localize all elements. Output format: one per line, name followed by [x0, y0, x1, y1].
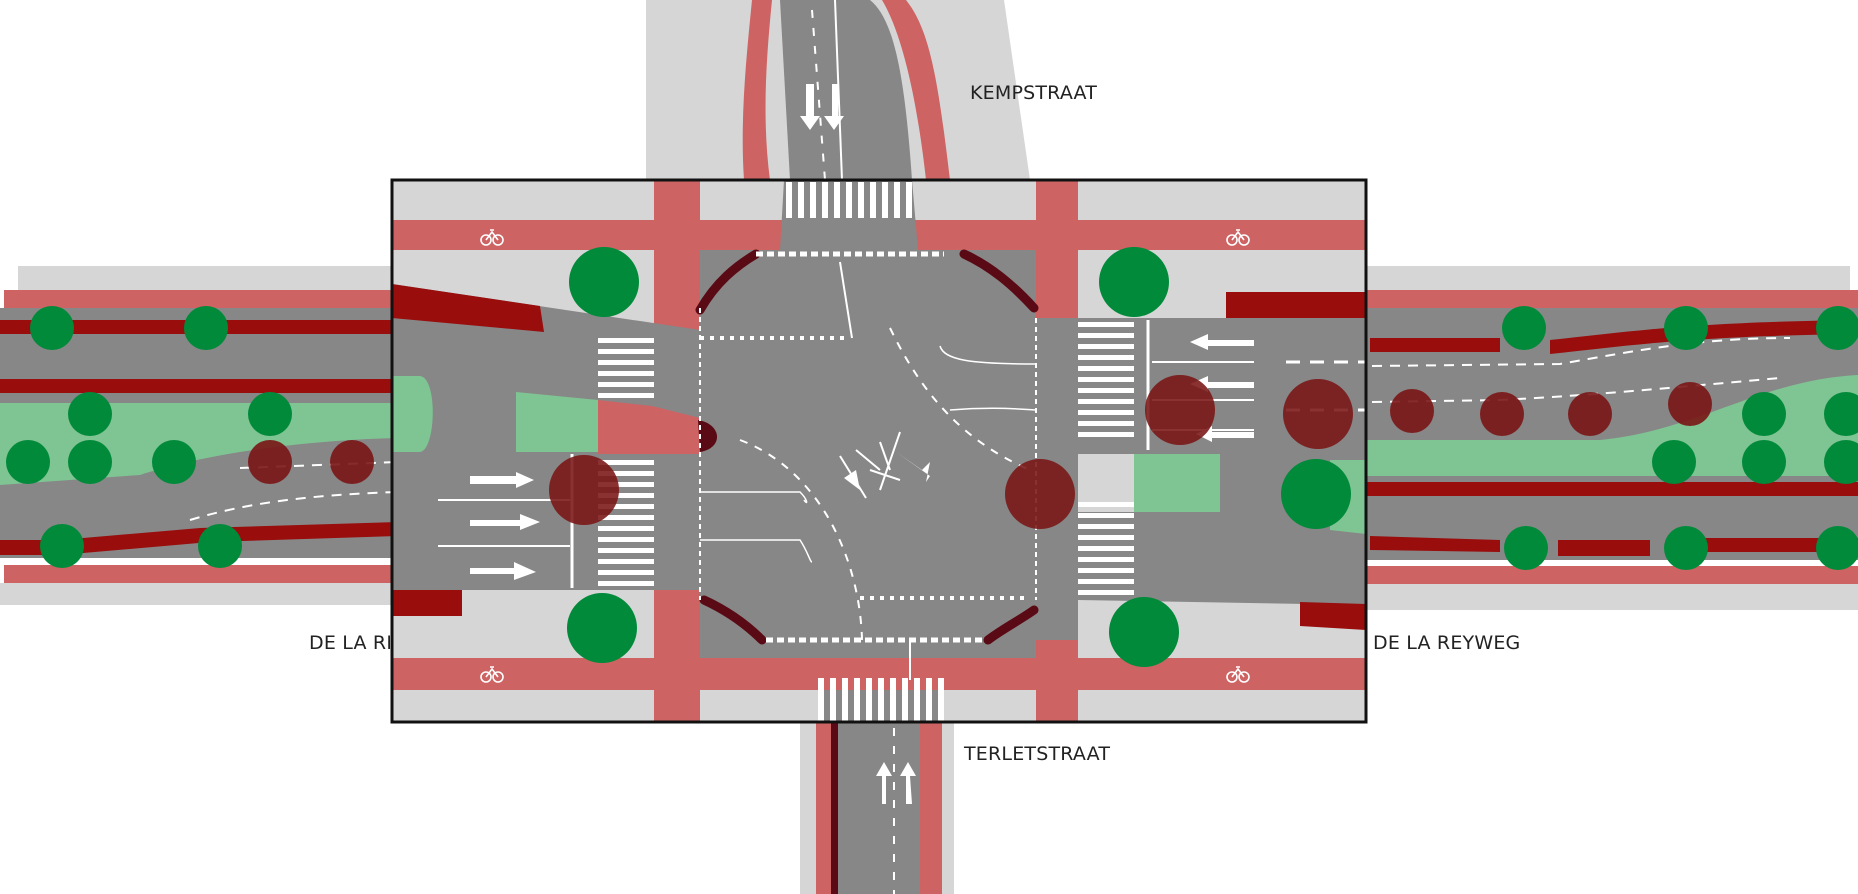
east-cycle-south [1360, 566, 1858, 584]
tree-icon [569, 247, 639, 317]
crosswalk-stripes-icon [1078, 322, 1134, 595]
removed-tree-icon [549, 455, 619, 525]
tree-icon [184, 306, 228, 350]
intersection-detail [390, 84, 1368, 804]
arrow-icon [470, 84, 1254, 804]
tree-icon [40, 524, 84, 568]
tree-icon [1742, 392, 1786, 436]
tree-icon [1504, 526, 1548, 570]
west-kerb-south [0, 522, 398, 555]
east-kerb-mid [1360, 482, 1858, 496]
tree-icon [68, 440, 112, 484]
tree-icon [6, 440, 50, 484]
removed-tree-icon [330, 440, 374, 484]
bicycle-icon [1226, 666, 1250, 683]
west-sidewalk-north [18, 266, 398, 290]
south-cycle-east [918, 720, 942, 894]
east-sidewalk-south [1360, 584, 1858, 610]
bicycle-icon [1226, 229, 1250, 246]
tree-icon [1824, 392, 1858, 436]
east-sidewalk-north [1360, 266, 1850, 290]
tree-icon [1824, 440, 1858, 484]
street-label-north: KEMPSTRAAT [970, 82, 1098, 104]
north-cycle-path-east [882, 0, 950, 180]
tree-icon [248, 392, 292, 436]
east-cycle-north [1360, 290, 1858, 308]
kerb-corner-se [983, 605, 1039, 645]
median-green-west-2 [516, 392, 598, 452]
tree-icon [1816, 526, 1858, 570]
median-green-west [392, 376, 433, 452]
north-road [780, 0, 912, 180]
north-center-line [834, 0, 843, 181]
west-arm [0, 266, 399, 605]
kerb-corner-ne [959, 249, 1039, 313]
tree-icon [198, 524, 242, 568]
tree-icon [1664, 526, 1708, 570]
removed-tree-icon [248, 440, 292, 484]
east-lane-dashes-2 [1371, 337, 1791, 367]
removed-tree-icon [1480, 392, 1524, 436]
north-cycle-path [742, 0, 772, 180]
east-arm [1360, 266, 1858, 610]
crosswalk-stripes-icon [818, 678, 944, 722]
street-label-east: DE LA REYWEG [1373, 632, 1521, 654]
bicycle-icon [480, 666, 504, 683]
west-cycle-south [4, 565, 398, 583]
kerb-corner-nw [695, 249, 761, 315]
removed-tree-icon [1668, 382, 1712, 426]
outer-trees [6, 306, 1858, 570]
bicycle-icon [480, 229, 504, 246]
tree-icon [1099, 247, 1169, 317]
splitter-west [598, 400, 700, 454]
tree-icon [1816, 306, 1858, 350]
kerb-corner-sw [699, 595, 767, 645]
tree-icon [1742, 440, 1786, 484]
tree-icon [30, 306, 74, 350]
west-sidewalk-south [0, 583, 398, 605]
south-road [838, 720, 920, 894]
kerb-east-south [1300, 602, 1366, 630]
removed-tree-icon [1283, 379, 1353, 449]
east-lane-dashes [1371, 377, 1781, 403]
removed-tree-icon [1390, 389, 1434, 433]
tree-icon [68, 392, 112, 436]
detail-frame [390, 178, 1368, 724]
kerb-west-south [392, 590, 462, 616]
tree-icon [567, 593, 637, 663]
kerb-west-north [392, 284, 544, 332]
kerb-east-north [1226, 292, 1366, 318]
crosswalk-stripes-icon [786, 182, 912, 218]
removed-tree-icon [1145, 375, 1215, 445]
tree-icon [152, 440, 196, 484]
east-kerb-south [1370, 536, 1858, 556]
tree-icon [1652, 440, 1696, 484]
west-lane-dashes [189, 491, 399, 521]
east-median-green [1360, 375, 1858, 476]
median-green-east [1134, 454, 1220, 512]
crosswalk-stripes-icon [598, 338, 654, 586]
street-label-west: DE LA REYWEG [309, 632, 390, 654]
tree-icon [1502, 306, 1546, 350]
east-kerb-north [1370, 320, 1858, 354]
south-arm [800, 720, 954, 894]
west-kerb-mid [0, 379, 398, 393]
tree-icon [1281, 459, 1351, 529]
kerb-splitter-west [698, 420, 718, 452]
removed-tree-icon [1005, 459, 1075, 529]
south-kerb [831, 720, 838, 894]
tree-icon [1664, 306, 1708, 350]
tree-icon [1109, 597, 1179, 667]
west-cycle-north [4, 290, 398, 308]
street-label-south: TERLETSTRAAT [964, 743, 1111, 765]
removed-tree-icon [1568, 392, 1612, 436]
